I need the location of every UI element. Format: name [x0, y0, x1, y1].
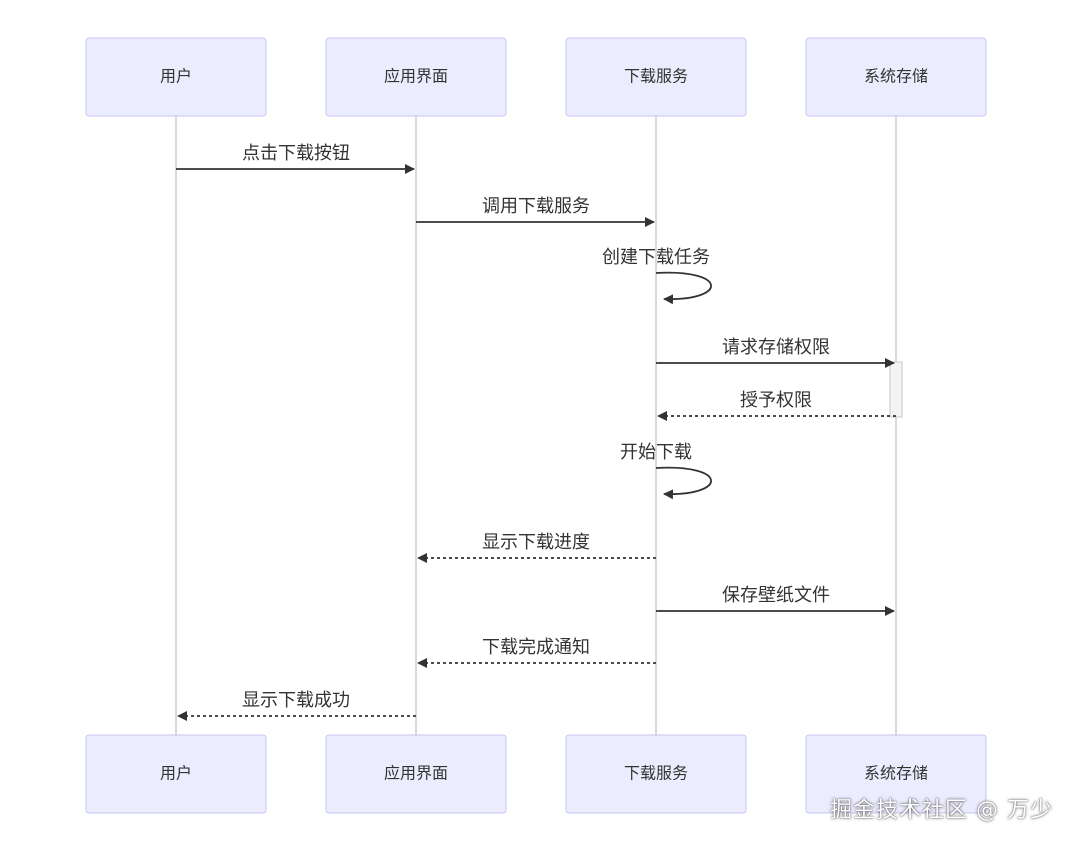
- message-label: 保存壁纸文件: [722, 585, 830, 606]
- actor-label: 下载服务: [624, 67, 688, 86]
- actor-user-bottom: 用户: [85, 734, 267, 814]
- message-label: 显示下载成功: [242, 690, 350, 711]
- actor-user-top: 用户: [85, 37, 267, 117]
- actor-box: [805, 734, 987, 814]
- actor-dl-bottom: 下载服务: [565, 734, 747, 814]
- message-10: 显示下载成功: [177, 690, 416, 721]
- actor-label: 下载服务: [624, 764, 688, 783]
- actor-box: [85, 734, 267, 814]
- actor-box: [565, 37, 747, 117]
- message-label: 授予权限: [740, 390, 812, 411]
- self-message-arrow: [655, 271, 712, 305]
- actor-ui-bottom: 应用界面: [325, 734, 507, 814]
- message-label: 请求存储权限: [722, 337, 830, 358]
- activation-bar: [889, 361, 903, 418]
- message-6: 开始下载: [620, 442, 712, 500]
- actor-label: 用户: [160, 764, 192, 783]
- message-label: 创建下载任务: [602, 247, 710, 268]
- watermark-text: 掘金技术社区 @ 万少: [830, 798, 1053, 823]
- actor-box: [565, 734, 747, 814]
- message-8: 保存壁纸文件: [656, 585, 895, 616]
- message-label: 下载完成通知: [482, 637, 590, 658]
- self-message-arrow: [655, 466, 712, 500]
- actor-store-top: 系统存储: [805, 37, 987, 117]
- actor-dl-top: 下载服务: [565, 37, 747, 117]
- actor-ui-top: 应用界面: [325, 37, 507, 117]
- message-label: 开始下载: [620, 442, 692, 463]
- actor-label: 系统存储: [864, 67, 928, 86]
- actor-box: [325, 734, 507, 814]
- actor-label: 应用界面: [384, 764, 448, 783]
- actor-label: 应用界面: [384, 67, 448, 86]
- message-label: 显示下载进度: [482, 532, 590, 553]
- actor-box: [325, 37, 507, 117]
- message-label: 点击下载按钮: [242, 143, 350, 164]
- message-label: 调用下载服务: [482, 196, 590, 217]
- actor-store-bottom: 系统存储: [805, 734, 987, 814]
- message-4: 请求存储权限: [656, 337, 895, 368]
- actor-box: [85, 37, 267, 117]
- message-2: 调用下载服务: [416, 196, 655, 227]
- actor-box: [805, 37, 987, 117]
- actor-label: 用户: [160, 67, 192, 86]
- actor-label: 系统存储: [864, 764, 928, 783]
- message-1: 点击下载按钮: [176, 143, 415, 174]
- message-5: 授予权限: [657, 390, 896, 421]
- message-3: 创建下载任务: [602, 247, 712, 305]
- message-7: 显示下载进度: [417, 532, 656, 563]
- message-9: 下载完成通知: [417, 637, 656, 668]
